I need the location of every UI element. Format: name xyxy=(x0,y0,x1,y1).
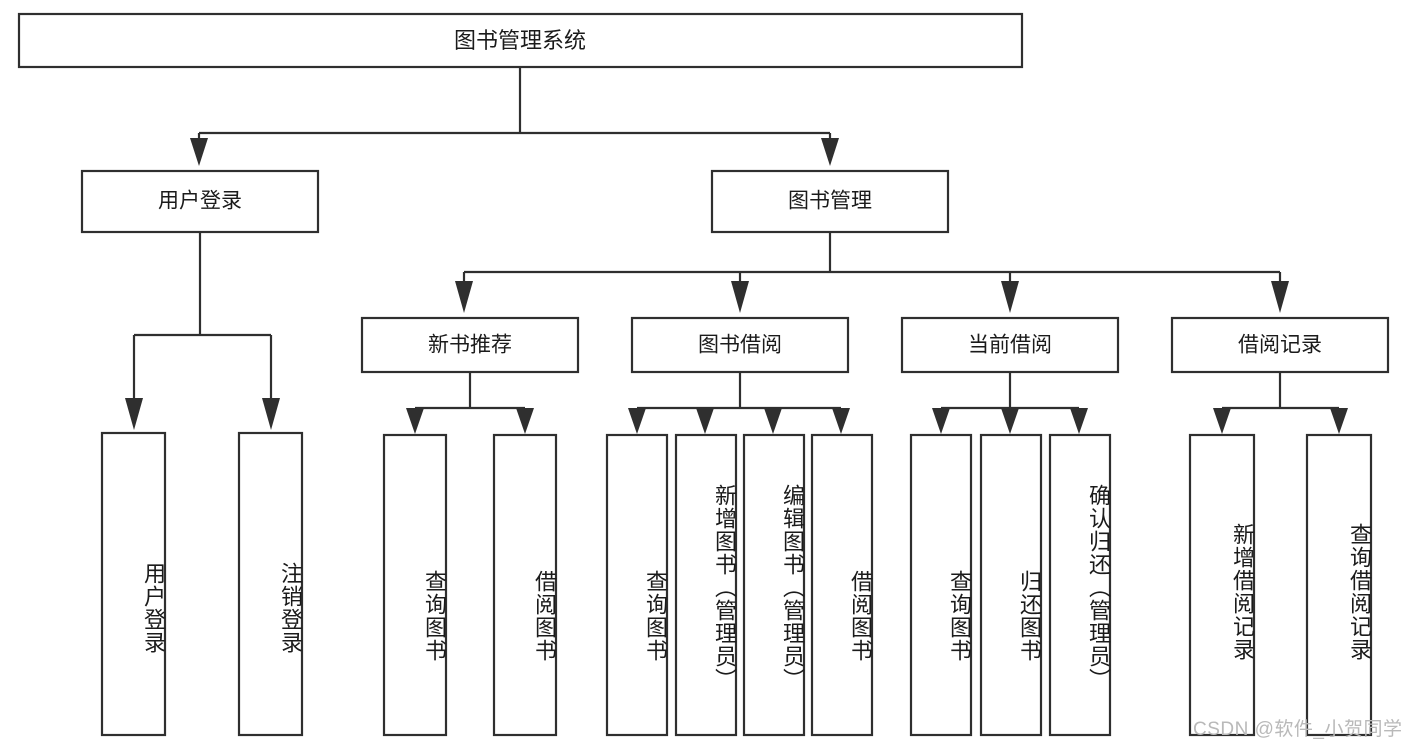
arrow-new-book-recommend xyxy=(455,281,473,313)
arrow-book-borrow xyxy=(731,281,749,313)
arrow-borrow-record xyxy=(1271,281,1289,313)
arrow-leaf-nb-1 xyxy=(406,408,424,434)
arrow-leaf-cb-2 xyxy=(1001,408,1019,434)
csdn-watermark: CSDN @软件_小贺同学 xyxy=(1193,719,1403,740)
arrow-leaf-user-login-2 xyxy=(262,398,280,430)
arrow-current-borrow xyxy=(1001,281,1019,313)
node-box-current-borrow xyxy=(900,316,1120,374)
arrow-leaf-bb-2 xyxy=(696,408,714,434)
arrow-leaf-user-login-1 xyxy=(125,398,143,430)
arrow-leaf-bb-3 xyxy=(764,408,782,434)
leaf-box-br-1[interactable] xyxy=(1188,433,1256,737)
leaf-box-nb-2[interactable] xyxy=(492,433,558,737)
node-box-book-management xyxy=(710,169,950,234)
arrow-leaf-nb-2 xyxy=(516,408,534,434)
node-label-borrow-record: 借阅记录 xyxy=(1238,334,1322,357)
leaf-box-bb-4[interactable] xyxy=(810,433,874,737)
leaf-box-cb-2[interactable] xyxy=(979,433,1043,737)
node-label-new-book-recommend: 新书推荐 xyxy=(428,334,512,357)
leaf-box-bb-1[interactable] xyxy=(605,433,669,737)
node-box-new-book-recommend xyxy=(360,316,580,374)
arrow-leaf-bb-4 xyxy=(832,408,850,434)
leaf-box-nb-1[interactable] xyxy=(382,433,448,737)
node-box-borrow-record xyxy=(1170,316,1390,374)
node-label-book-management: 图书管理 xyxy=(788,190,872,213)
arrow-leaf-br-2 xyxy=(1330,408,1348,434)
leaf-box-cb-1[interactable] xyxy=(909,433,973,737)
leaf-box-br-2[interactable] xyxy=(1305,433,1373,737)
node-box-root xyxy=(17,12,1024,69)
node-book-management-system[interactable]: 图书管理系统 xyxy=(17,12,1024,69)
node-current-borrow[interactable]: 当前借阅 xyxy=(900,316,1120,374)
leaf-box-bb-2[interactable] xyxy=(674,433,738,737)
arrow-leaf-bb-1 xyxy=(628,408,646,434)
arrow-leaf-cb-1 xyxy=(932,408,950,434)
node-user-login[interactable]: 用户登录 xyxy=(80,169,320,234)
node-new-book-recommend[interactable]: 新书推荐 xyxy=(360,316,580,374)
leaf-box-cb-3[interactable] xyxy=(1048,433,1112,737)
arrow-book-mgmt xyxy=(821,138,839,166)
node-label-current-borrow: 当前借阅 xyxy=(968,334,1052,357)
node-label-user-login: 用户登录 xyxy=(158,190,242,213)
arrow-user-login xyxy=(190,138,208,166)
node-borrow-record[interactable]: 借阅记录 xyxy=(1170,316,1390,374)
arrow-leaf-cb-3 xyxy=(1070,408,1088,434)
leaf-box-bb-3[interactable] xyxy=(742,433,806,737)
node-book-borrow[interactable]: 图书借阅 xyxy=(630,316,850,374)
leaf-box-user-login-2[interactable] xyxy=(237,431,304,737)
leaf-box-user-login-1[interactable] xyxy=(100,431,167,737)
node-label-root: 图书管理系统 xyxy=(454,28,586,53)
node-box-book-borrow xyxy=(630,316,850,374)
node-label-book-borrow: 图书借阅 xyxy=(698,334,782,357)
arrow-leaf-br-1 xyxy=(1213,408,1231,434)
node-book-management[interactable]: 图书管理 xyxy=(710,169,950,234)
